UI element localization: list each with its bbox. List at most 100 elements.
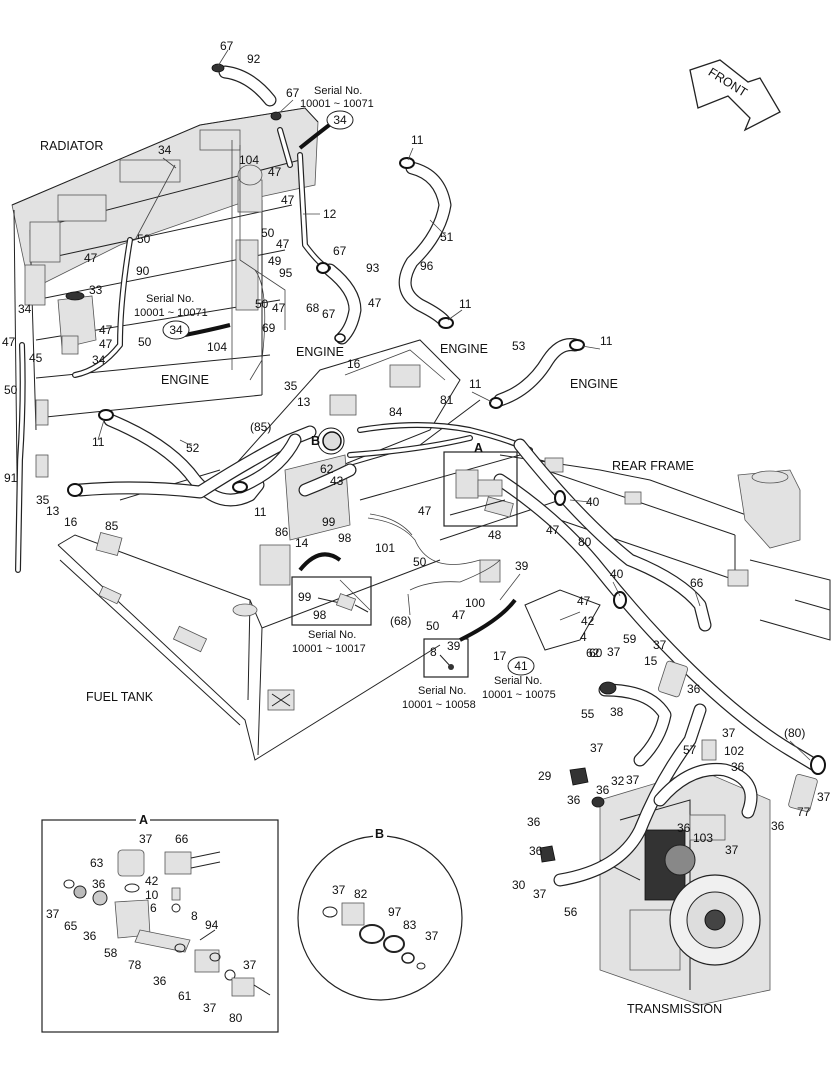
part-13a: 13: [297, 395, 311, 409]
part-98b: 98: [313, 608, 327, 622]
part-104b: 104: [207, 340, 227, 354]
rear-frame-drawing: [499, 454, 831, 641]
part-36b: 36: [731, 760, 745, 774]
part-95: 95: [279, 266, 293, 280]
part-36c: 36: [567, 793, 581, 807]
part-36f: 36: [527, 815, 541, 829]
part-37b: 37: [590, 741, 604, 755]
part-92: 92: [247, 52, 261, 66]
part-36d: 36: [596, 783, 610, 797]
part-30: 30: [512, 878, 526, 892]
part-85b: 85: [105, 519, 119, 533]
part-37a: 37: [607, 645, 621, 659]
part-68a: 68: [306, 301, 320, 315]
part-50e: 50: [4, 383, 18, 397]
detail-b-circle: [297, 835, 463, 1001]
label-transmission: TRANSMISSION: [627, 1002, 722, 1016]
detail-a-36a: 36: [92, 877, 106, 891]
detail-a-78: 78: [128, 958, 142, 972]
hose-network: [15, 65, 822, 887]
radiator-drawing: [11, 107, 319, 561]
part-93: 93: [366, 261, 380, 275]
part-47e: 47: [368, 296, 382, 310]
detail-a-42: 42: [145, 874, 159, 888]
part-101: 101: [375, 541, 395, 555]
part-59: 59: [623, 632, 637, 646]
detail-a-80: 80: [229, 1011, 243, 1025]
detail-a-6: 6: [150, 901, 157, 915]
part-57: 57: [683, 743, 697, 757]
detail-a-37d: 37: [203, 1001, 217, 1015]
detail-a-94: 94: [205, 918, 219, 932]
part-39b: 39: [447, 639, 461, 653]
part-100: 100: [465, 596, 485, 610]
detail-a-58: 58: [104, 946, 118, 960]
part-numbers: 67 92 67 34 104 47 47 12 11 51 50 47 90 …: [2, 39, 831, 919]
detail-a-36c: 36: [153, 974, 167, 988]
part-90: 90: [136, 264, 150, 278]
detail-a-8: 8: [191, 909, 198, 923]
part-47l: 47: [452, 608, 466, 622]
part-11e: 11: [92, 435, 105, 449]
part-53: 53: [512, 339, 526, 353]
part-36g: 36: [529, 844, 543, 858]
part-67d: 67: [322, 307, 336, 321]
serial-3-title: Serial No.: [308, 629, 356, 641]
detail-b-title: B: [375, 827, 384, 841]
detail-b-83: 83: [403, 918, 417, 932]
detail-a-title: A: [139, 813, 148, 827]
part-14: 14: [295, 536, 309, 550]
detail-b-parts: [322, 902, 426, 970]
part-56: 56: [564, 905, 578, 919]
part-39a: 39: [515, 559, 529, 573]
serial-inset-box-1: [291, 576, 372, 626]
label-engine-2: ENGINE: [161, 373, 209, 387]
part-34a: 34: [158, 143, 172, 157]
part-102: 102: [724, 744, 744, 758]
label-radiator: RADIATOR: [40, 139, 103, 153]
circled-34-left: [162, 320, 190, 340]
part-40a: 40: [586, 495, 600, 509]
part-15: 15: [644, 654, 658, 668]
part-47g: 47: [99, 323, 113, 337]
part-48: 48: [488, 528, 502, 542]
part-47m: 47: [577, 594, 591, 608]
serial-1-range: 10001 ~ 10071: [300, 98, 374, 110]
part-38: 38: [610, 705, 624, 719]
part-49: 49: [268, 254, 282, 268]
serial-inset-1-parts: [298, 552, 369, 613]
part-47d: 47: [276, 237, 290, 251]
part-62b: 62: [586, 646, 600, 660]
leader-34b: [184, 323, 231, 337]
part-16a: 16: [347, 357, 361, 371]
part-11b: 11: [459, 297, 472, 311]
part-47a: 47: [268, 165, 282, 179]
part-69: 69: [262, 321, 276, 335]
detail-a-part-numbers: 37 66 63 42 10 36 6 37 65 36 8 94 58 78 …: [46, 832, 257, 1025]
detail-a-37a: 37: [139, 832, 153, 846]
part-40b: 40: [610, 567, 624, 581]
part-13b: 13: [46, 504, 60, 518]
detail-b-37b: 37: [425, 929, 439, 943]
part-86: 86: [275, 525, 289, 539]
part-80b: (80): [784, 726, 805, 740]
part-47h: 47: [2, 335, 16, 349]
part-35b: 35: [36, 493, 50, 507]
callout-a-box: [443, 451, 518, 527]
serial-2-title: Serial No.: [146, 293, 194, 305]
serial-5-title: Serial No.: [494, 675, 542, 687]
part-42a: 42: [581, 614, 595, 628]
part-80a: 80: [578, 535, 592, 549]
part-98a: 98: [338, 531, 352, 545]
part-33: 33: [89, 283, 103, 297]
part-81: 81: [440, 393, 454, 407]
part-50d: 50: [138, 335, 152, 349]
serial-3-range: 10001 ~ 10017: [292, 643, 366, 655]
part-47c: 47: [84, 251, 98, 265]
circled-34-top-text: 34: [333, 113, 347, 127]
detail-b-97: 97: [388, 905, 402, 919]
serial-inset-2-parts: [439, 598, 517, 670]
part-36e: 36: [771, 819, 785, 833]
part-50f: 50: [413, 555, 427, 569]
